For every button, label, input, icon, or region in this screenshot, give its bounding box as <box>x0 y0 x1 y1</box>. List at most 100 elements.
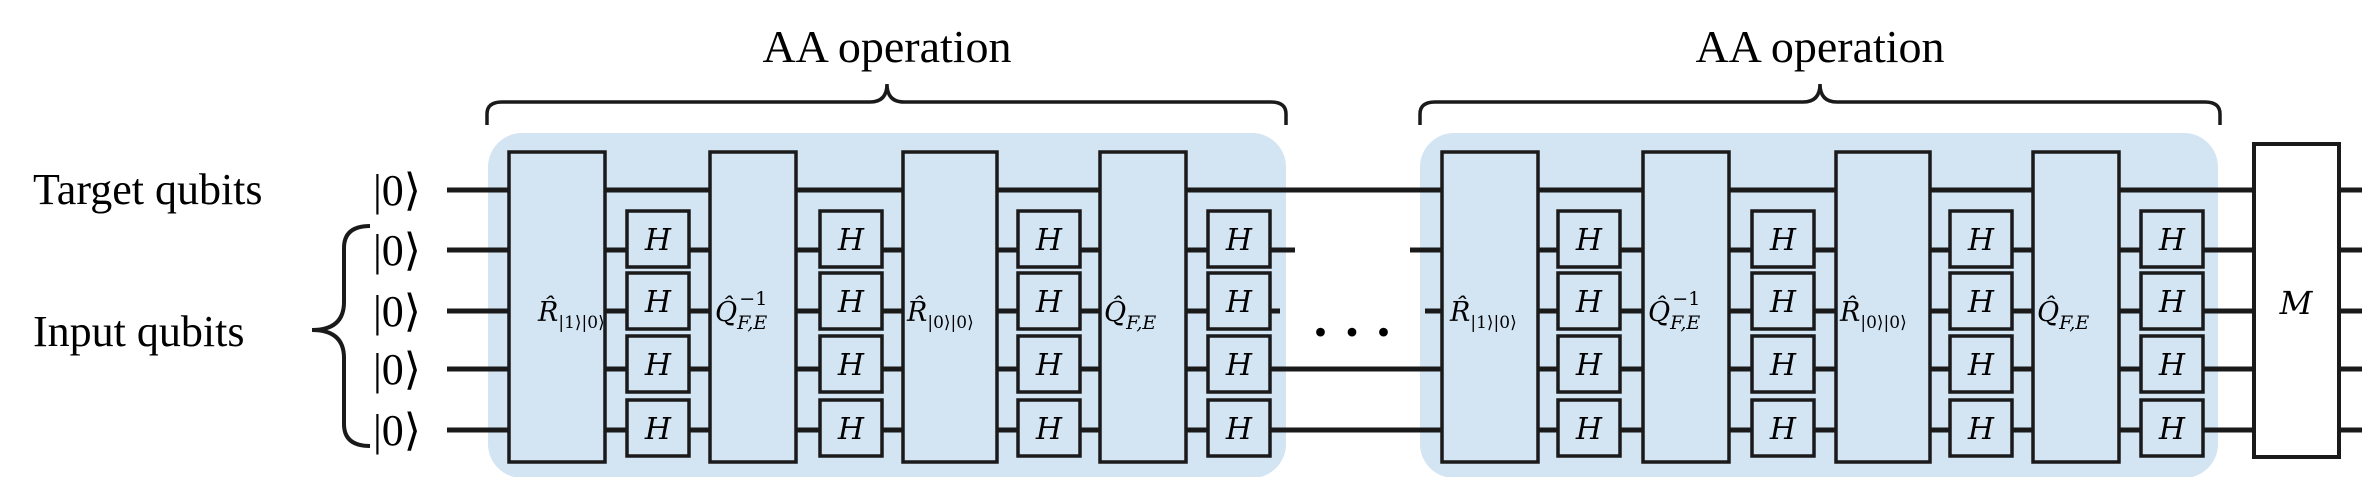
gate-r0-block-1 <box>901 150 999 464</box>
h-label: H <box>1575 348 1603 383</box>
ket-input-4: |0⟩ <box>373 406 421 455</box>
gate-q-inverse-block-1 <box>708 150 798 464</box>
gate-q-block-2 <box>2031 150 2121 464</box>
h-label: H <box>1225 412 1253 447</box>
h-gate <box>1016 271 1082 331</box>
ket-input-2: |0⟩ <box>373 287 421 336</box>
h-gate <box>818 398 884 458</box>
h-label: H <box>1575 285 1603 320</box>
h-label: H <box>1967 412 1995 447</box>
ket-target: |0⟩ <box>373 166 421 215</box>
h-gate <box>818 271 884 331</box>
gate-q-block-1 <box>1098 150 1188 464</box>
h-column-1: H H H H <box>625 209 691 458</box>
gate-q-inverse-block-2 <box>1641 150 1731 464</box>
h-gate <box>1556 398 1622 458</box>
h-label: H <box>644 285 672 320</box>
aa-block-2-title: AA operation <box>1695 21 1944 72</box>
h-column-2: H H H H <box>818 209 884 458</box>
h-gate <box>1016 398 1082 458</box>
aa-block-1: AA operation R̂|1⟩|0⟩ H H H H Q̂F,E−1 H … <box>485 21 1288 464</box>
h-label: H <box>1769 285 1797 320</box>
h-gate <box>1948 209 2014 269</box>
h-label: H <box>1575 412 1603 447</box>
h-label: H <box>644 348 672 383</box>
h-gate <box>2139 398 2205 458</box>
h-gate <box>1206 209 1272 269</box>
h-gate <box>818 334 884 394</box>
h-label: H <box>1769 412 1797 447</box>
h-gate <box>625 334 691 394</box>
aa-block-1-title: AA operation <box>762 21 1011 72</box>
h-label: H <box>2158 412 2186 447</box>
h-label: H <box>1035 285 1063 320</box>
target-qubits-label: Target qubits <box>33 165 263 214</box>
h-label: H <box>1225 348 1253 383</box>
ket-input-1: |0⟩ <box>373 226 421 275</box>
h-gate <box>625 209 691 269</box>
h-gate <box>2139 271 2205 331</box>
h-label: H <box>1967 348 1995 383</box>
h-column-7: H H H H <box>1948 209 2014 458</box>
aa-block-2-brace <box>1418 83 2222 125</box>
h-gate <box>1016 334 1082 394</box>
h-label: H <box>837 412 865 447</box>
h-column-4: H H H H <box>1206 209 1272 458</box>
measurement-gate <box>2252 142 2341 459</box>
h-label: H <box>837 285 865 320</box>
h-gate <box>1750 398 1816 458</box>
h-label: H <box>1035 223 1063 258</box>
ket-input-3: |0⟩ <box>373 345 421 394</box>
h-gate <box>625 271 691 331</box>
h-label: H <box>1225 285 1253 320</box>
ellipsis: · · · <box>1311 302 1392 362</box>
h-label: H <box>1575 223 1603 258</box>
h-column-3: H H H H <box>1016 209 1082 458</box>
measurement-label: M <box>2279 284 2314 322</box>
h-gate <box>1206 334 1272 394</box>
input-qubits-label: Input qubits <box>33 307 244 356</box>
gate-r1-label-block-1: R̂|1⟩|0⟩ <box>537 295 605 333</box>
h-gate <box>625 398 691 458</box>
h-label: H <box>2158 223 2186 258</box>
gate-r0-block-2 <box>1834 150 1932 464</box>
h-gate <box>1206 271 1272 331</box>
h-gate <box>1206 398 1272 458</box>
aa-block-2: AA operation R̂|1⟩|0⟩ H H H H Q̂F,E−1 H … <box>1418 21 2222 464</box>
h-column-5: H H H H <box>1556 209 1622 458</box>
h-label: H <box>2158 348 2186 383</box>
h-gate <box>818 209 884 269</box>
h-label: H <box>1967 285 1995 320</box>
aa-block-1-brace <box>485 83 1288 125</box>
h-gate <box>1948 398 2014 458</box>
input-qubits-brace <box>311 224 371 448</box>
h-gate <box>1750 209 1816 269</box>
h-gate <box>1948 334 2014 394</box>
h-label: H <box>1225 223 1253 258</box>
h-label: H <box>1769 223 1797 258</box>
h-label: H <box>644 223 672 258</box>
h-gate <box>1556 334 1622 394</box>
h-gate <box>1016 209 1082 269</box>
gate-r1-block-2 <box>1440 150 1540 464</box>
h-label: H <box>1769 348 1797 383</box>
h-column-6: H H H H <box>1750 209 1816 458</box>
h-gate <box>1750 334 1816 394</box>
h-label: H <box>1967 223 1995 258</box>
h-label: H <box>1035 348 1063 383</box>
h-gate <box>2139 209 2205 269</box>
h-label: H <box>837 223 865 258</box>
h-label: H <box>1035 412 1063 447</box>
h-gate <box>2139 334 2205 394</box>
h-gate <box>1556 209 1622 269</box>
h-gate <box>1556 271 1622 331</box>
h-label: H <box>644 412 672 447</box>
h-gate <box>1750 271 1816 331</box>
gate-r1-block-1 <box>507 150 607 464</box>
h-label: H <box>2158 285 2186 320</box>
h-label: H <box>837 348 865 383</box>
h-column-8: H H H H <box>2139 209 2205 458</box>
h-gate <box>1948 271 2014 331</box>
